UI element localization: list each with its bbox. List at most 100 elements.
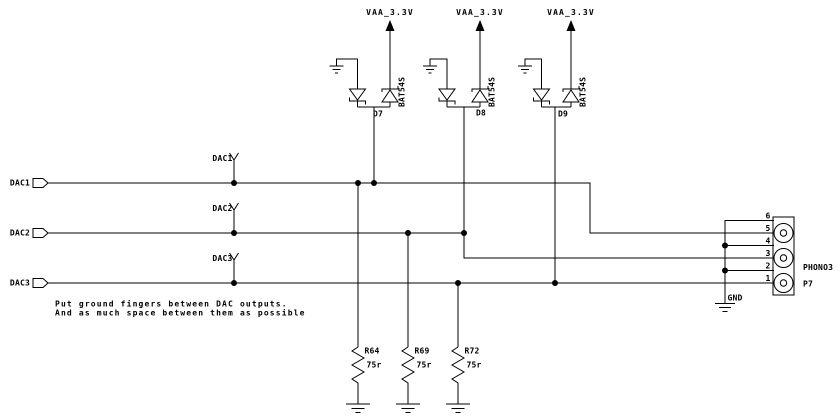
junction-dot — [405, 230, 411, 236]
net-flag-label: DAC1 — [212, 154, 232, 163]
ground-bars — [518, 65, 532, 74]
ground-symbol — [423, 58, 448, 89]
resistor-symbol[interactable] — [401, 346, 415, 404]
resistor-ref: R69 — [415, 347, 430, 356]
resistor-ref: R64 — [365, 347, 380, 356]
resistor-r64[interactable]: R64 75r — [346, 347, 382, 413]
port-dac3[interactable]: DAC3 — [10, 278, 49, 288]
phono-jack-outer — [773, 223, 794, 243]
diode-part-number: BAT54S — [398, 77, 407, 107]
schottky-diode-to-vaa[interactable] — [381, 89, 399, 103]
clamp-unit-d7[interactable]: VAA_3.3V D7 BAT54S — [329, 8, 414, 119]
ground-bars — [446, 403, 470, 413]
diode-part-number: BAT54S — [488, 77, 497, 107]
connector-type-label: PHONO3 — [803, 263, 833, 272]
ground-net-label: GND — [728, 294, 743, 303]
net-flag-dac2[interactable]: DAC2 — [212, 202, 239, 233]
connector-ref: P7 — [803, 280, 813, 289]
junction-dots — [231, 180, 728, 286]
power-net-label: VAA_3.3V — [366, 8, 414, 17]
schottky-diode-to-gnd[interactable] — [438, 88, 456, 101]
port-symbol[interactable] — [32, 228, 49, 238]
power-arrow-icon — [385, 20, 395, 31]
resistor-value: 75r — [467, 361, 482, 370]
port-dac2[interactable]: DAC2 — [10, 228, 49, 238]
junction-dot — [722, 242, 728, 249]
wire-dac1 — [48, 182, 774, 234]
net-flag-label: DAC3 — [212, 254, 232, 263]
ground-bars — [423, 65, 437, 74]
pin-number: 3 — [765, 249, 770, 258]
resistor-r72[interactable]: R72 75r — [446, 347, 482, 413]
junction-dot — [461, 230, 467, 236]
junction-dot — [722, 267, 728, 274]
ground-bars — [346, 403, 370, 413]
junction-dot — [355, 180, 361, 186]
pin-number: 2 — [765, 262, 770, 271]
schottky-diode-to-vaa[interactable] — [471, 89, 489, 103]
port-label: DAC3 — [10, 279, 30, 288]
net-flag-label: DAC2 — [212, 204, 232, 213]
note-line-1: Put ground fingers between DAC outputs. — [55, 299, 288, 309]
diode-part-number: BAT54S — [579, 77, 588, 107]
diode-ref: D9 — [558, 110, 568, 119]
ground-stem-wire — [429, 58, 448, 89]
connector-body[interactable] — [772, 216, 795, 296]
schottky-diode-to-vaa[interactable] — [562, 89, 580, 103]
junction-dot — [231, 180, 237, 186]
phono-jack-inner — [779, 254, 788, 262]
pin-number: 4 — [765, 237, 770, 246]
pin-number: 1 — [765, 274, 770, 283]
ground-stem-wire — [336, 58, 358, 89]
junction-dot — [552, 280, 558, 286]
connector-p7[interactable]: 6 5 4 3 2 1 PHONO3 P7 — [765, 212, 833, 296]
ground-bars — [715, 303, 735, 312]
junction-dot — [231, 280, 237, 286]
power-net-label: VAA_3.3V — [456, 8, 504, 17]
diode-common-wire — [357, 101, 391, 108]
ground-symbol — [518, 58, 542, 89]
junction-dot — [455, 280, 461, 286]
wires — [48, 107, 774, 347]
port-dac1[interactable]: DAC1 — [10, 178, 49, 188]
diode-ref: D7 — [373, 110, 383, 119]
clamp-unit-d9[interactable]: VAA_3.3V D9 BAT54S — [518, 8, 595, 119]
net-flag-probe — [229, 252, 239, 283]
diode-ref: D8 — [476, 109, 486, 118]
net-flag-probe — [229, 202, 239, 233]
schottky-diode-to-gnd[interactable] — [348, 88, 367, 101]
clamp-unit-d8[interactable]: VAA_3.3V D8 BAT54S — [423, 8, 504, 118]
port-symbol[interactable] — [32, 178, 49, 188]
phono-jack-inner — [779, 229, 788, 237]
ground-bars — [396, 403, 420, 413]
resistor-ref: R72 — [465, 347, 480, 356]
diode-common-wire — [446, 101, 481, 108]
pin-number: 5 — [765, 224, 770, 233]
power-net-label: VAA_3.3V — [547, 8, 595, 17]
wire-pin6-gnd — [724, 220, 774, 304]
resistor-r69[interactable]: R69 75r — [396, 347, 432, 413]
resistor-symbol[interactable] — [451, 346, 465, 404]
phono-jack-inner — [779, 279, 788, 287]
resistor-value: 75r — [417, 361, 432, 370]
port-symbol[interactable] — [32, 278, 49, 288]
power-arrow-icon — [566, 20, 576, 31]
ground-stem-wire — [524, 58, 542, 89]
pin-number: 6 — [765, 212, 770, 221]
power-arrow-icon — [475, 20, 485, 31]
phono-jack-outer — [773, 273, 794, 293]
net-flag-dac1[interactable]: DAC1 — [212, 152, 239, 183]
net-flag-dac3[interactable]: DAC3 — [212, 252, 239, 283]
ground-bars — [329, 65, 344, 74]
ground-symbol — [329, 58, 358, 89]
note-text: Put ground fingers between DAC outputs. … — [55, 299, 306, 318]
schottky-diode-to-gnd[interactable] — [532, 88, 551, 101]
phono-jack-outer — [773, 248, 794, 268]
note-line-2: And as much space between them as possib… — [55, 308, 306, 318]
junction-dot — [231, 230, 237, 236]
port-label: DAC1 — [10, 179, 30, 188]
resistor-symbol[interactable] — [351, 346, 365, 404]
net-flag-probe — [229, 152, 239, 183]
